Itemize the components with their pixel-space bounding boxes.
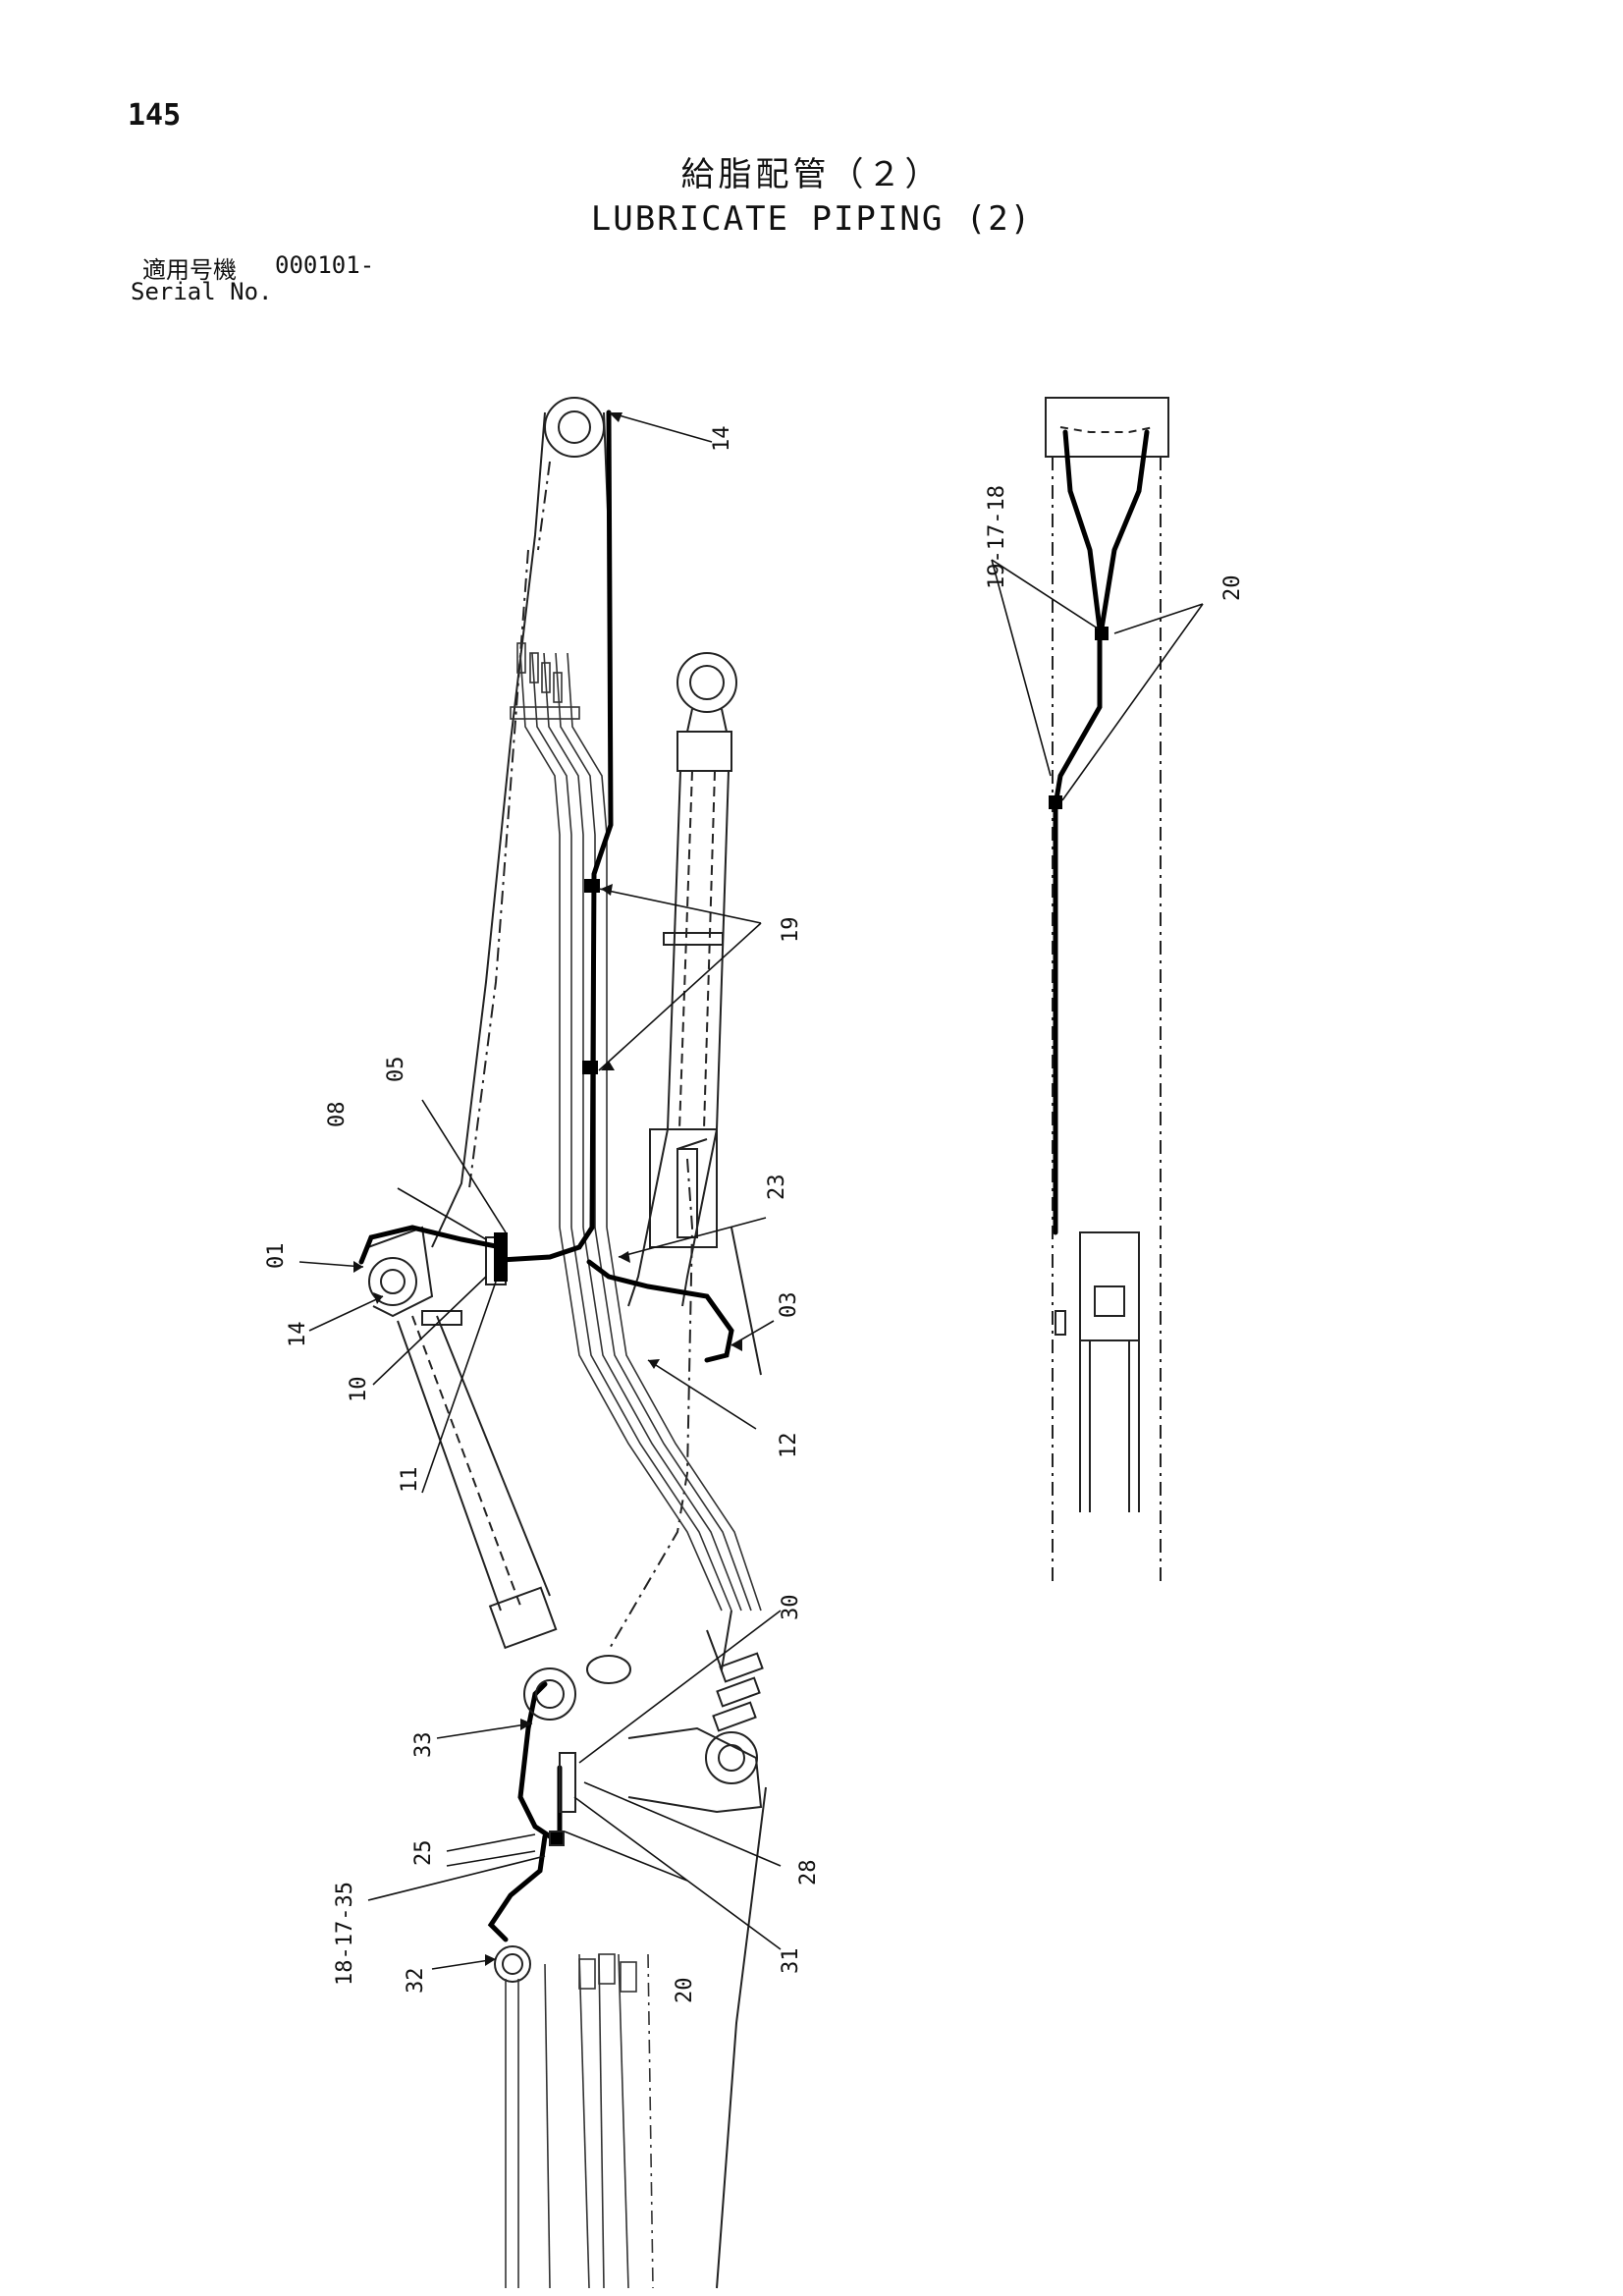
callout-33: 33 <box>411 1732 436 1759</box>
serial-range: 000101- <box>275 251 375 279</box>
arm-cylinder <box>627 652 737 1307</box>
arm-lower-bracket <box>586 1610 767 2289</box>
callout-23: 23 <box>765 1175 789 1201</box>
detail-hoses <box>1053 429 1150 1235</box>
callout-03: 03 <box>777 1292 801 1319</box>
arm-bottom-pin <box>705 1731 758 1784</box>
callout-25: 25 <box>411 1840 436 1867</box>
callout-31: 31 <box>779 1948 803 1975</box>
callout-20-bottom: 20 <box>673 1978 697 2004</box>
callout-19-17-18: 19-17-18 <box>985 485 1009 589</box>
leader-arrowheads <box>353 412 742 1966</box>
callout-18-17-35: 18-17-35 <box>333 1882 357 1986</box>
callout-11: 11 <box>398 1467 422 1494</box>
callout-19: 19 <box>779 917 803 944</box>
arm-cylinder-eye <box>676 652 737 713</box>
callout-32: 32 <box>404 1968 428 1995</box>
leader-lines <box>298 411 1204 1970</box>
serial-label-japanese: 適用号機 <box>142 256 237 284</box>
page-title: LUBRICATE PIPING (2) <box>590 199 1033 239</box>
callout-14-top: 14 <box>710 426 734 453</box>
hose-clamps <box>494 879 600 1282</box>
callout-12: 12 <box>777 1433 801 1459</box>
callout-01: 01 <box>264 1243 289 1270</box>
callout-05: 05 <box>384 1057 408 1083</box>
boom-outline <box>431 397 762 1651</box>
callout-20-right: 20 <box>1220 575 1245 602</box>
callout-14-left: 14 <box>286 1322 310 1348</box>
pipe-fittings-top <box>510 642 580 720</box>
callout-30: 30 <box>779 1595 803 1621</box>
boom-cylinder <box>397 1315 576 1721</box>
serial-label: Serial No. <box>131 278 273 305</box>
boom-foot-pin <box>368 1257 417 1306</box>
detail-clamps <box>1049 627 1109 809</box>
callout-08: 08 <box>325 1102 350 1128</box>
callouts: 14 19 05 08 01 14 10 11 23 03 12 30 33 2… <box>264 426 1245 2004</box>
boom-top-pin <box>544 397 605 458</box>
lubricate-hoses <box>358 410 734 1942</box>
hydraulic-pipes <box>519 652 762 1612</box>
boom-foot-bracket <box>367 1226 507 1326</box>
callout-28: 28 <box>796 1860 821 1886</box>
detail-view <box>1045 397 1169 1581</box>
page-number: 145 <box>128 98 182 133</box>
lower-pipes <box>505 1953 654 2289</box>
page-title-japanese: 給脂配管（２） <box>680 155 943 194</box>
grease-block <box>494 1752 576 1983</box>
callout-10: 10 <box>347 1377 371 1403</box>
